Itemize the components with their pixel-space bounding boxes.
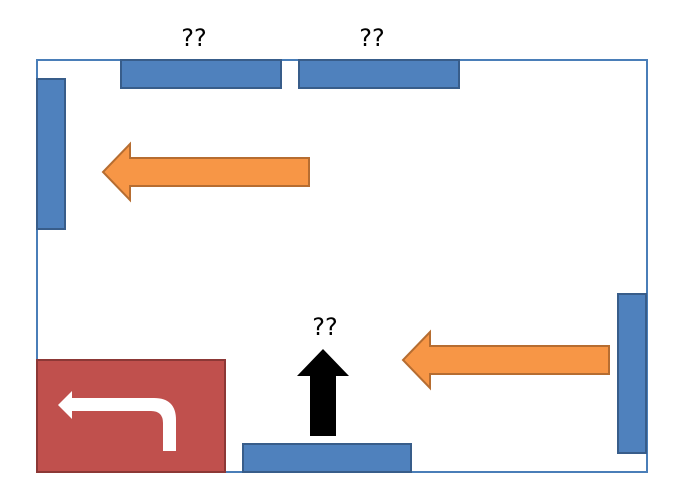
left-arrow-icon	[101, 141, 310, 203]
left-wall-window	[36, 78, 66, 230]
left-arrow-icon	[401, 329, 610, 391]
center-marker-label: ??	[312, 313, 337, 341]
up-arrow-icon	[297, 349, 349, 436]
top-left-marker-label: ??	[181, 24, 206, 52]
top-left-window	[120, 59, 282, 89]
bottom-window	[242, 443, 412, 473]
top-right-marker-label: ??	[359, 24, 384, 52]
right-wall-window	[617, 293, 647, 454]
u-turn-arrow-icon	[58, 391, 176, 451]
top-right-window	[298, 59, 460, 89]
red-box	[36, 359, 226, 473]
